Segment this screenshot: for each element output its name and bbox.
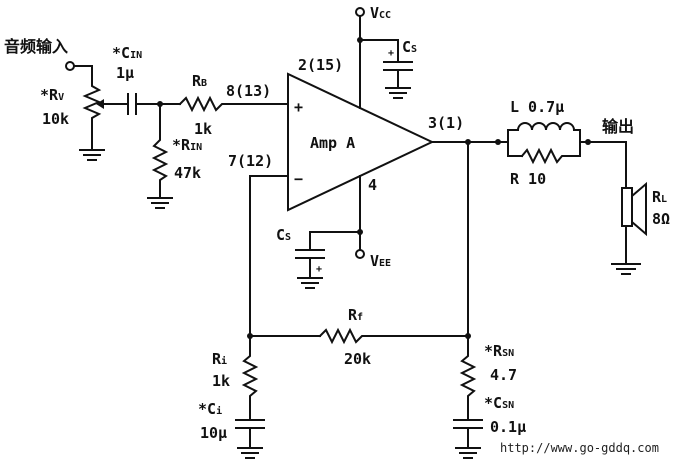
potentiometer-rv (82, 81, 119, 151)
label-cs-bottom: CS (276, 226, 291, 244)
junction-vee (357, 229, 363, 235)
capacitor-cs-top (383, 39, 413, 99)
resistor-rf (318, 327, 469, 345)
label-rsn-value: 4.7 (490, 366, 517, 384)
label-pin-plus: 8(13) (226, 82, 271, 100)
label-rin-value: 47k (174, 164, 201, 182)
vcc-terminal (355, 7, 365, 109)
label-inductor: L 0.7μ (510, 98, 564, 116)
label-rv-value: 10k (42, 110, 69, 128)
label-pin-vcc: 2(15) (298, 56, 343, 74)
label-cs-bottom-plus: + (316, 264, 322, 275)
label-pin-minus: 7(12) (228, 152, 273, 170)
watermark-url: http://www.go-gddq.com (500, 441, 659, 455)
label-plus: + (294, 98, 303, 116)
wire-to-speaker (587, 141, 627, 189)
capacitor-csn (453, 419, 483, 459)
label-rsn-name: *RSN (484, 342, 514, 360)
label-ri-value: 1k (212, 372, 230, 390)
label-csn-name: *CSN (484, 394, 514, 412)
label-rb-value: 1k (194, 120, 212, 138)
junction-vcc (357, 37, 363, 43)
resistor-r10 (520, 141, 581, 165)
inductor-l (516, 122, 576, 132)
ground-rin (147, 197, 173, 209)
label-ci-name: *Ci (198, 400, 222, 418)
label-pin-out: 3(1) (428, 114, 464, 132)
resistor-rin (151, 103, 169, 197)
label-vcc: VCC (370, 4, 391, 22)
label-cin-value: 1μ (116, 64, 134, 82)
capacitor-cin (127, 93, 137, 115)
label-audio-input: 音频输入 (4, 37, 68, 56)
resistor-ri (241, 335, 259, 421)
label-ci-value: 10μ (200, 424, 227, 442)
wire-l-left (497, 129, 519, 143)
label-rin-name: *RIN (172, 136, 202, 154)
label-pin-vee: 4 (368, 176, 377, 194)
label-resistor-r: R 10 (510, 170, 546, 188)
label-csn-value: 0.1μ (490, 418, 526, 436)
capacitor-cs-bottom (295, 231, 325, 289)
ground-rv (79, 149, 105, 161)
vee-terminal (355, 249, 365, 259)
resistor-rb (178, 95, 289, 113)
label-ri-name: Ri (212, 350, 227, 368)
label-rl-value: 8Ω (652, 210, 670, 228)
wire-l-right (573, 129, 589, 143)
capacitor-ci (235, 419, 265, 459)
wire-inverting-input (249, 175, 289, 337)
label-amp: Amp A (310, 134, 355, 152)
label-rb-name: RB (192, 72, 207, 90)
label-minus: − (294, 170, 303, 188)
label-rv-name: *RV (40, 86, 64, 104)
resistor-rsn (459, 335, 477, 421)
ground-speaker (611, 263, 641, 275)
label-rf-name: Rf (348, 306, 363, 324)
label-cs-top-plus: + (388, 48, 394, 59)
label-vee: VEE (370, 252, 391, 270)
label-rl-name: RL (652, 188, 667, 206)
label-output: 输出 (602, 117, 634, 136)
label-cs-top: CS (402, 38, 417, 56)
wire-r-left (507, 141, 523, 157)
input-terminal (65, 61, 93, 83)
label-cin-name: *CIN (112, 44, 142, 62)
label-rf-value: 20k (344, 350, 371, 368)
